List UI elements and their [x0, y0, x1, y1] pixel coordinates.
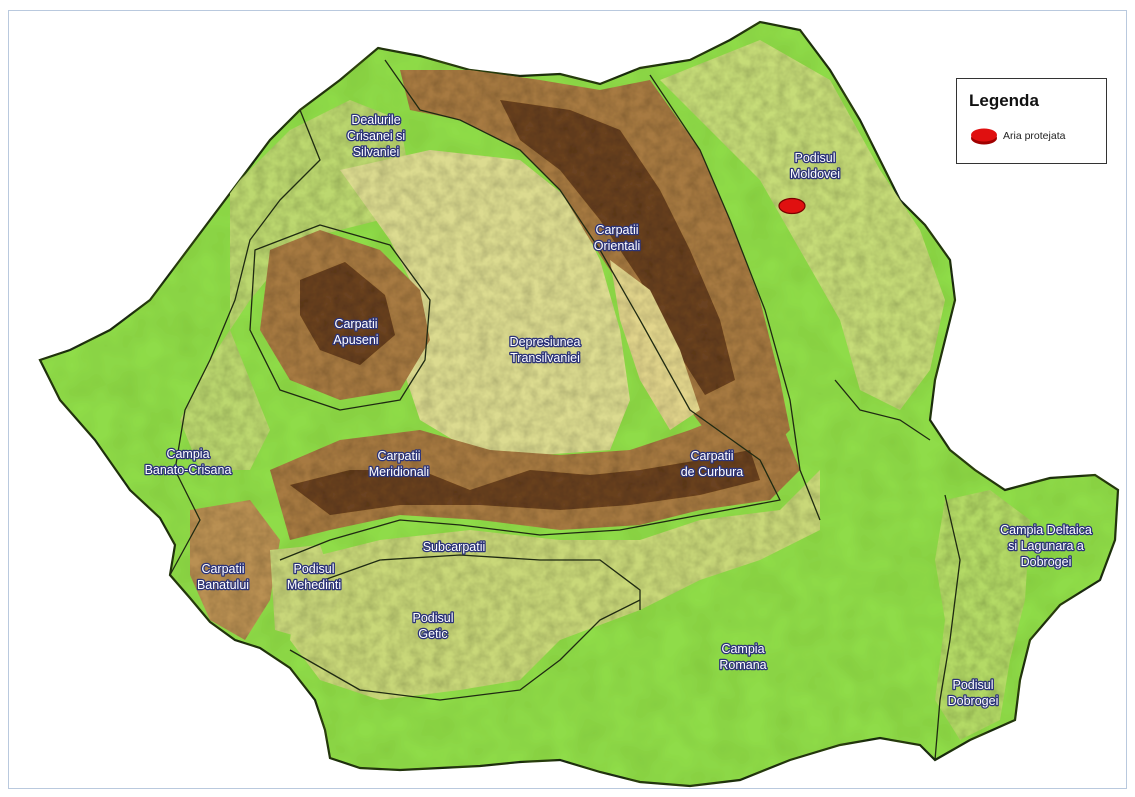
region-label-line: Podisul — [795, 151, 836, 165]
region-label-line: Getic — [418, 627, 447, 641]
mountains-banat — [190, 500, 280, 640]
region-label-line: Depresiunea — [510, 335, 581, 349]
region-label-line: Dobrogei — [1021, 555, 1072, 569]
protected-area-marker[interactable] — [778, 197, 806, 215]
region-label-line: Romana — [719, 658, 766, 672]
boundary-carpathian-arc — [279, 59, 781, 561]
plateau-moldova — [660, 40, 945, 410]
region-label-line: Transilvaniei — [510, 351, 580, 365]
region-label-line: Crisanei si — [347, 129, 405, 143]
legend-box: Legenda Aria protejata — [956, 78, 1107, 164]
boundary-apuseni — [249, 224, 431, 411]
mountains-apuseni-peaks — [300, 262, 395, 365]
region-label-line: Campia Deltaica — [1000, 523, 1092, 537]
region-label-line: Carpatii — [334, 317, 377, 331]
region-label-campia-deltaica: Campia Deltaica si Lagunara a Dobrogei — [1000, 523, 1092, 569]
legend-item-protected-area: Aria protejata — [969, 125, 1065, 147]
relief-layers — [180, 40, 1030, 740]
region-label-line: si Lagunara a — [1008, 539, 1084, 553]
plateau-getic — [290, 470, 820, 700]
mountains-meridionali-peaks — [290, 450, 760, 515]
boundary-subcarpathians — [309, 554, 641, 610]
region-label-line: Mehedinti — [287, 578, 341, 592]
boundary-western-hills — [169, 109, 321, 576]
region-label-line: Banato-Crisana — [145, 463, 232, 477]
region-label-line: Subcarpatii — [423, 540, 486, 554]
depression-transilvania — [340, 150, 630, 455]
region-label-line: Orientali — [594, 239, 641, 253]
region-label-line: Campia — [166, 447, 209, 461]
boundary-getic — [289, 599, 641, 701]
region-label-line: Apuseni — [333, 333, 378, 347]
region-label-line: Carpatii — [377, 449, 420, 463]
region-label-line: Banatului — [197, 578, 249, 592]
legend-title: Legenda — [969, 91, 1039, 110]
region-label-carpatii-curbura: Carpatii de Curbura — [681, 449, 744, 479]
region-label-line: Carpatii — [690, 449, 733, 463]
region-boundaries — [169, 59, 961, 761]
plateau-mehedinti — [270, 545, 340, 640]
region-label-line: Dealurile — [351, 113, 400, 127]
region-label-line: de Curbura — [681, 465, 744, 479]
region-label-line: Podisul — [413, 611, 454, 625]
region-label-line: Dobrogei — [948, 694, 999, 708]
region-label-subcarpatii: Subcarpatii — [423, 540, 486, 554]
mountains-orientali-peaks — [500, 100, 735, 395]
region-label-line: Podisul — [953, 678, 994, 692]
region-label-line: Campia — [721, 642, 764, 656]
hills-west — [180, 100, 410, 470]
map-frame — [8, 10, 1127, 789]
region-label-line: Carpatii — [595, 223, 638, 237]
boundary-moldova — [649, 74, 821, 521]
red-ellipse-icon — [971, 128, 997, 145]
legend-item-label: Aria protejata — [1003, 130, 1066, 142]
region-label-line: Moldovei — [790, 167, 840, 181]
boundary-dobrogea — [934, 494, 961, 761]
region-label-line: Carpatii — [201, 562, 244, 576]
region-label-line: Silvaniei — [353, 145, 400, 159]
region-label-line: Podisul — [294, 562, 335, 576]
boundary-prut-east — [834, 379, 931, 441]
region-label-line: Meridionali — [369, 465, 429, 479]
